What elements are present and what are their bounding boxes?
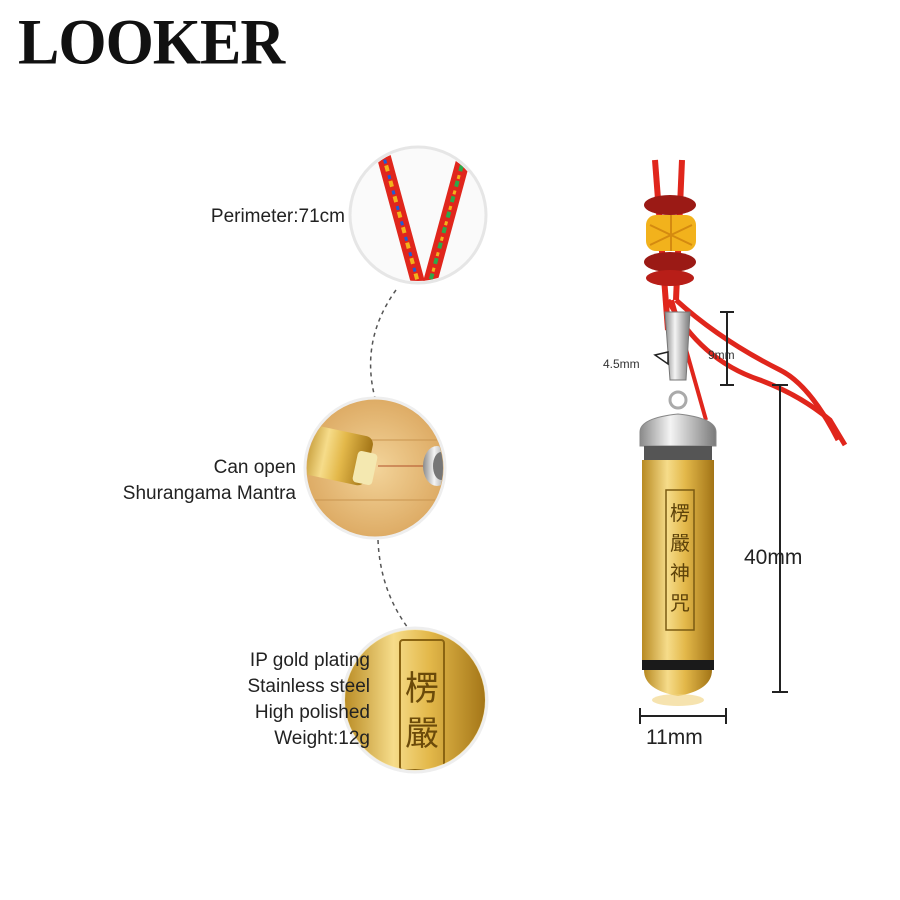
svg-text:楞: 楞 [405, 669, 439, 709]
cord-closeup-circle [348, 145, 488, 285]
open-capsule-circle [303, 396, 447, 540]
pendant-capsule: 楞 嚴 神 咒 [639, 413, 717, 706]
perimeter-label: Perimeter:71cm [210, 206, 345, 227]
gold-closeup-circle: 楞 嚴 [341, 626, 489, 774]
svg-text:楞: 楞 [670, 501, 690, 525]
material-label-line4: Weight:12g [274, 728, 370, 749]
bail-width-label: 4.5mm [603, 357, 640, 371]
svg-text:神: 神 [670, 561, 690, 585]
dimension-markers [639, 311, 788, 724]
material-label-line3: High polished [254, 702, 370, 723]
svg-text:嚴: 嚴 [405, 714, 439, 754]
connector-line [369, 289, 397, 399]
body-diameter-label: 11mm [646, 726, 703, 749]
connector-line [377, 539, 409, 629]
open-label: Can open Shurangama Mantra [123, 455, 296, 507]
pendant-cord [644, 159, 848, 447]
body-length-label: 40mm [744, 546, 803, 569]
material-label: IP gold plating Stainless steel High pol… [247, 648, 370, 752]
svg-text:嚴: 嚴 [670, 531, 690, 555]
svg-text:咒: 咒 [670, 591, 690, 615]
material-label-line1: IP gold plating [249, 650, 370, 671]
material-label-line2: Stainless steel [247, 676, 370, 697]
open-label-line1: Can open [213, 457, 296, 478]
open-label-line2: Shurangama Mantra [122, 483, 296, 504]
bail-height-label: 9mm [708, 348, 735, 362]
brand-logo: LOOKER [18, 7, 285, 79]
